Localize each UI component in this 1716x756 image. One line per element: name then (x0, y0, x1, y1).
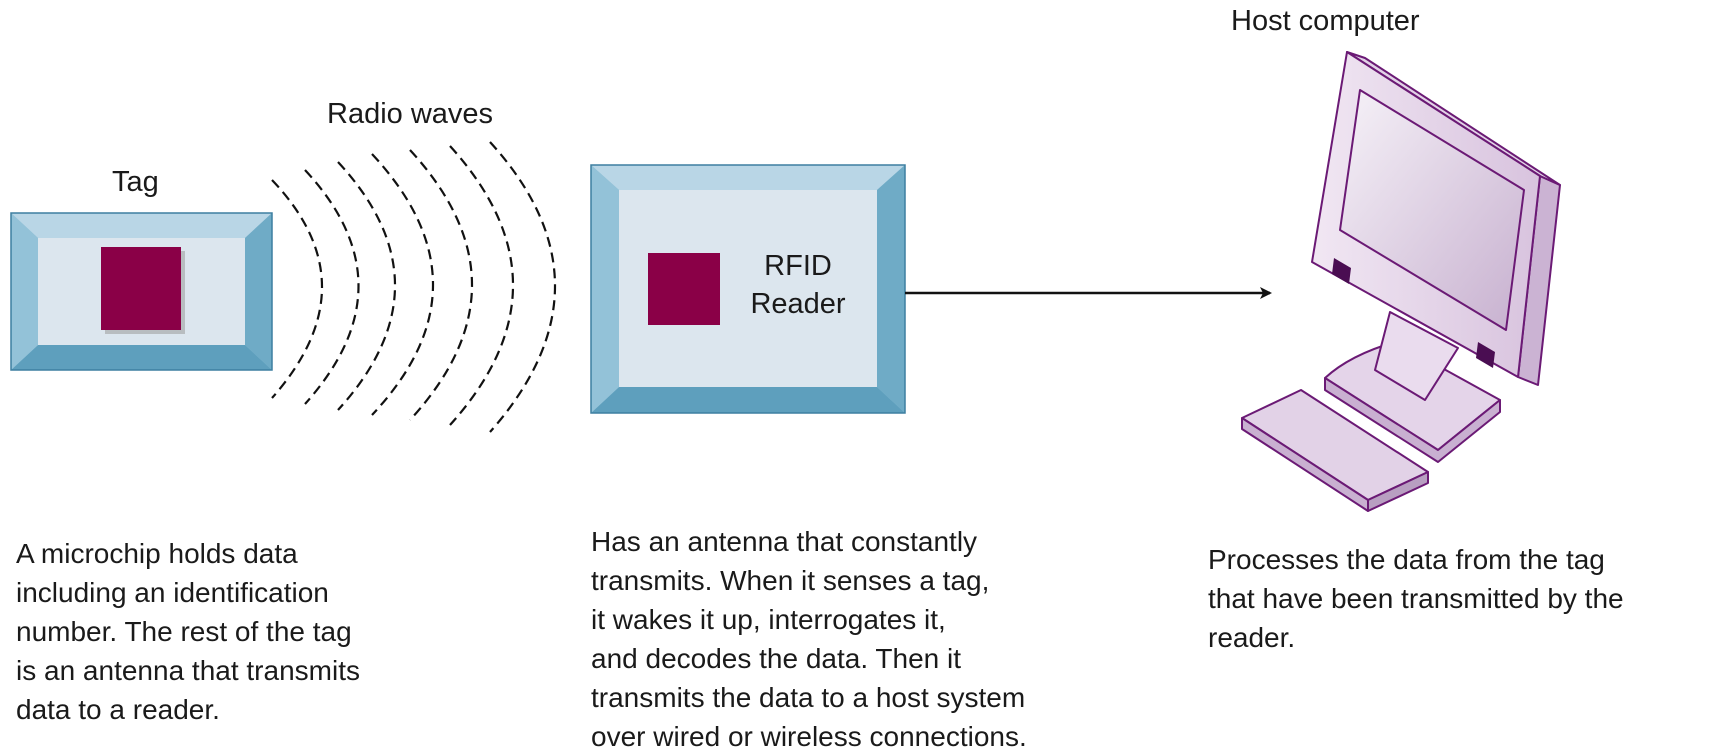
rfid-reader-icon (590, 164, 906, 414)
microchip (101, 247, 181, 330)
tag-description: A microchip holds data including an iden… (16, 538, 360, 725)
reader-label: RFID Reader (750, 250, 846, 320)
host-label: Host computer (1231, 5, 1420, 37)
radio-waves-icon (271, 141, 556, 433)
host-description: Processes the data from the tag that hav… (1208, 544, 1624, 653)
desktop-computer-icon (1241, 51, 1561, 512)
reader-description: Has an antenna that constantly transmits… (591, 526, 1027, 752)
rfid-tag-icon (10, 212, 273, 371)
reader-chip (648, 253, 720, 325)
radio-waves-label: Radio waves (327, 98, 494, 130)
tag-label: Tag (112, 166, 159, 198)
